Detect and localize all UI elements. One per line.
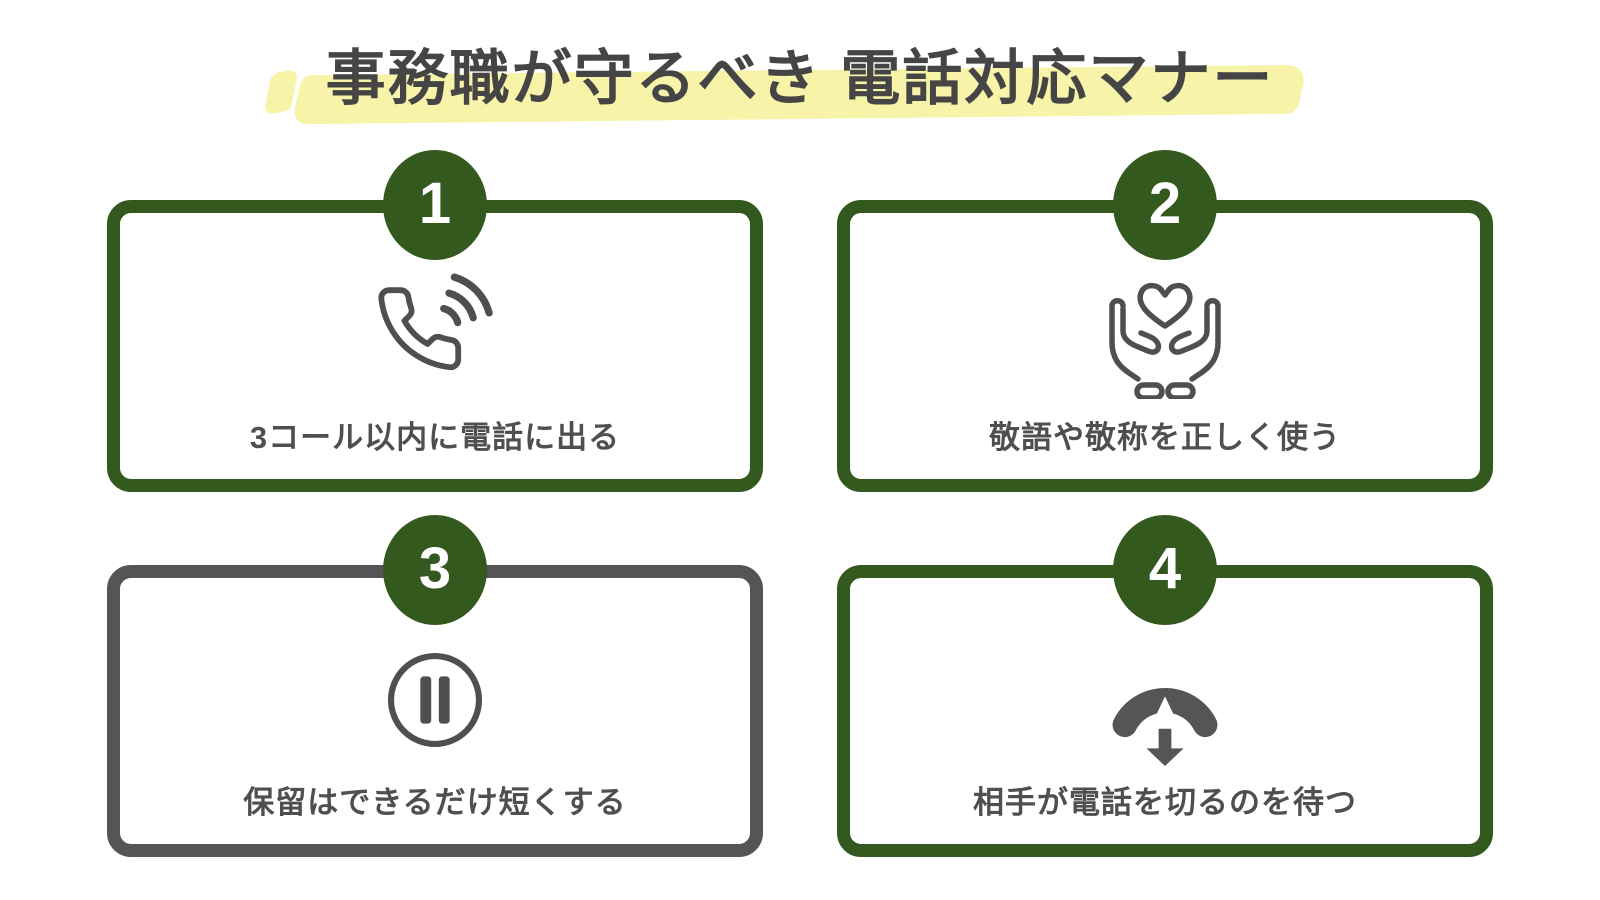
- card-label: 保留はできるだけ短くする: [243, 785, 627, 820]
- card-label: 3コール以内に電話に出る: [249, 420, 621, 455]
- step-number-badge: 2: [1113, 150, 1217, 260]
- step-number-badge: 3: [383, 515, 487, 625]
- step-number: 4: [1148, 535, 1182, 601]
- step-number: 1: [418, 170, 452, 236]
- card-answer-within-3-rings: 1 3コール以内に電話に出る: [107, 150, 763, 492]
- pause-icon: [383, 648, 487, 757]
- page-title: 事務職が守るべき 電話対応マナー: [325, 45, 1275, 112]
- hands-holding-heart-icon: [1095, 269, 1235, 404]
- step-number-badge: 4: [1113, 515, 1217, 625]
- page-title-row: 事務職が守るべき 電話対応マナー: [0, 46, 1600, 112]
- step-number: 3: [418, 535, 452, 601]
- step-number: 2: [1148, 170, 1182, 236]
- step-number-badge: 1: [383, 150, 487, 260]
- card-use-correct-honorifics: 2 敬語や敬称を正しく使う: [837, 150, 1493, 492]
- card-keep-hold-short: 3 保留はできるだけ短くする: [107, 515, 763, 857]
- ringing-phone-icon: [376, 267, 494, 388]
- card-label: 敬語や敬称を正しく使う: [989, 420, 1341, 455]
- card-wait-for-caller-hangup: 4 相手が電話を切るのを待つ: [837, 515, 1493, 857]
- card-label: 相手が電話を切るのを待つ: [973, 785, 1357, 820]
- hang-up-phone-arrow-icon: [1111, 668, 1219, 771]
